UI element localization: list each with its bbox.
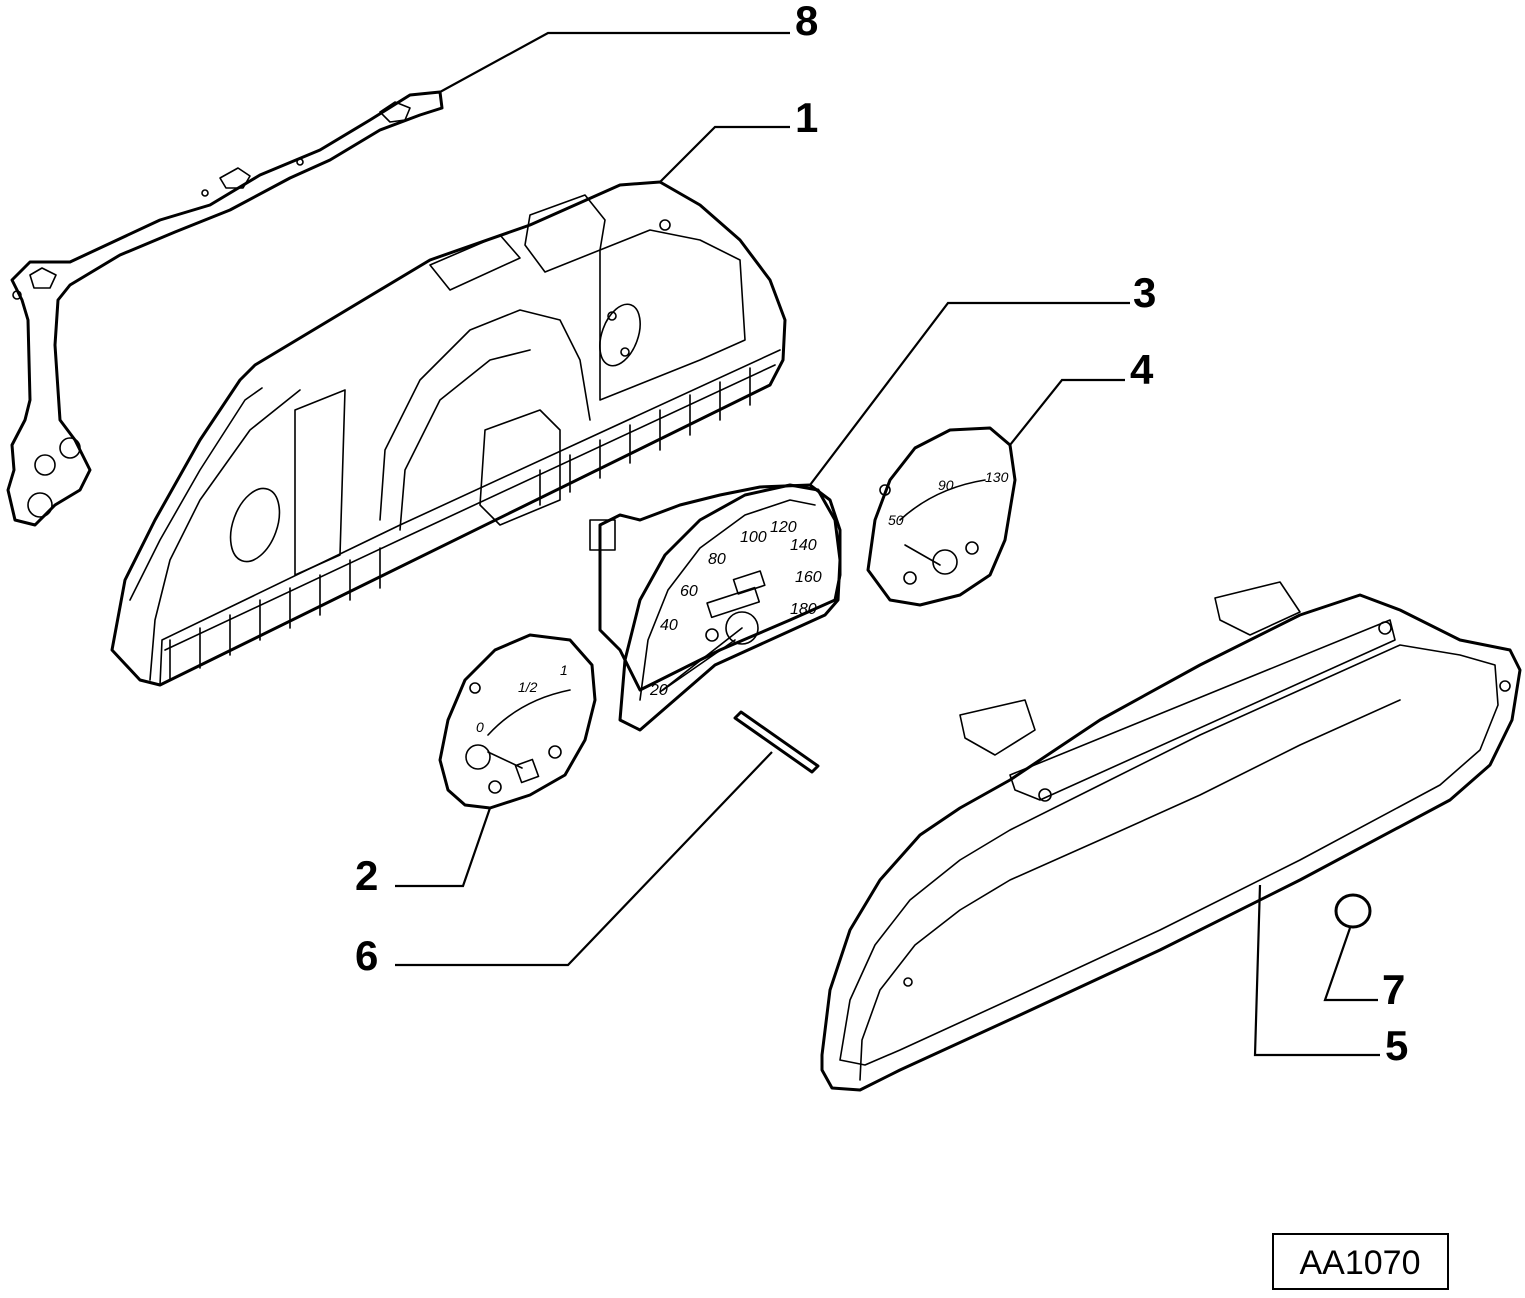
- reference-code-box: AA1070: [1272, 1233, 1449, 1290]
- speed-label-40: 40: [660, 617, 678, 634]
- callout-4: 4: [1130, 346, 1154, 393]
- part-1-housing: [110, 180, 787, 687]
- gauge-label-130: 130: [985, 469, 1009, 485]
- fuel-label-empty: 0: [476, 719, 484, 735]
- part-8-bracket: [6, 90, 444, 527]
- speed-label-120: 120: [770, 519, 797, 536]
- speed-label-180: 180: [790, 601, 817, 618]
- part-6-pin: [733, 710, 820, 774]
- part-7-cap: [1334, 893, 1372, 929]
- speed-label-160: 160: [795, 569, 822, 586]
- callout-8: 8: [795, 0, 818, 44]
- part-5-cover: [820, 581, 1522, 1092]
- callout-6: 6: [355, 932, 378, 979]
- gauge-label-90: 90: [938, 477, 954, 493]
- speed-label-60: 60: [680, 583, 698, 600]
- part-2-left-gauge: 0 1/2 1: [438, 633, 597, 810]
- fuel-label-half: 1/2: [518, 679, 538, 695]
- leader-lines: [395, 31, 1380, 1057]
- callout-5: 5: [1385, 1022, 1408, 1069]
- callout-1: 1: [795, 94, 818, 141]
- speed-label-140: 140: [790, 537, 817, 554]
- speed-label-20: 20: [649, 682, 668, 699]
- callout-3: 3: [1133, 269, 1156, 316]
- fuel-label-full: 1: [560, 662, 568, 678]
- callout-2: 2: [355, 852, 378, 899]
- callout-7: 7: [1382, 966, 1405, 1013]
- reference-code: AA1070: [1300, 1244, 1421, 1282]
- part-3-speedometer: 20 40 60 80 100 120 140 160 180: [589, 483, 842, 732]
- speed-label-80: 80: [708, 551, 726, 568]
- callout-numbers: 8 1 3 4 2 6 7 5: [355, 0, 1408, 1069]
- speed-label-100: 100: [740, 529, 767, 546]
- gauge-label-50: 50: [888, 512, 904, 528]
- part-4-right-gauge: 50 90 130: [866, 426, 1017, 607]
